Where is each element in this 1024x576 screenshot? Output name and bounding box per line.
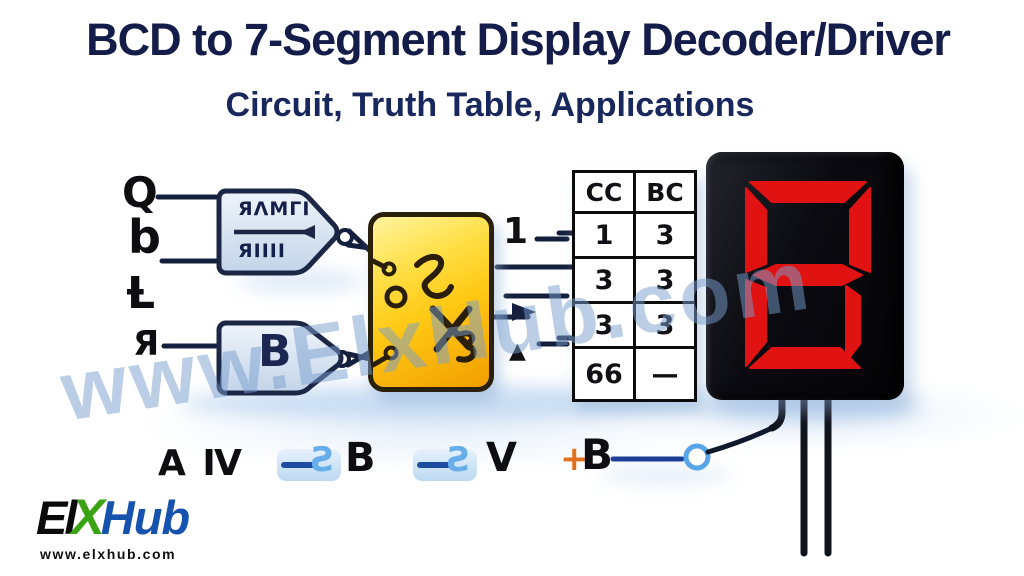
table-cell: 3: [572, 301, 636, 349]
input-label-1: Q: [122, 168, 158, 217]
table-cell: 1: [572, 211, 636, 259]
table-header-cell: CC: [572, 170, 636, 214]
table-row: 66 —: [572, 346, 697, 402]
node-to-pin-wire: [705, 417, 783, 455]
table-row: 3 3: [572, 301, 697, 349]
plus-icon: +: [560, 439, 589, 479]
logo-tagline: www.elxhub.com: [40, 546, 177, 562]
segment-f: [745, 187, 767, 273]
gate-shape: [216, 320, 344, 396]
page-title: BCD to 7-Segment Display Decoder/Driver: [86, 14, 951, 65]
logo-el: El: [36, 491, 77, 544]
table-cell: —: [633, 346, 697, 402]
soft-shadow: [238, 272, 363, 290]
logo-x: X: [71, 489, 105, 545]
segment-g: [753, 264, 863, 286]
legend-glyph: Ƨ: [311, 440, 336, 480]
legend-connector-icon: Ƨ: [277, 443, 341, 481]
gate1-arrowhead: [300, 225, 315, 239]
gate2-label: B: [258, 326, 292, 377]
bus-label-top: 1: [503, 211, 529, 252]
power-node-circle: [683, 443, 711, 471]
gate-shape: [216, 188, 340, 276]
page-subtitle: Circuit, Truth Table, Applications: [225, 86, 755, 124]
legend-connector-icon: Ƨ: [413, 443, 477, 481]
gate1-text-line1: ЯΛΜГΙ: [238, 198, 311, 220]
logic-gate-top: ЯΛΜГΙ ЯΙΙΙΙ: [214, 186, 346, 278]
segment-e: [745, 279, 767, 367]
segment-c: [845, 285, 861, 363]
seven-segment-digit: [745, 181, 871, 369]
segment-d: [749, 347, 861, 369]
logic-gate-bottom: B: [214, 318, 348, 396]
input-label-3: Ƚ: [127, 268, 156, 319]
decoder-chip: [368, 212, 494, 392]
bus-arrowhead: [512, 303, 536, 321]
segment-a: [749, 181, 867, 203]
gate1-text-line2: ЯΙΙΙΙ: [238, 240, 286, 262]
table-cell: 3: [572, 256, 636, 304]
soft-shadow: [598, 468, 733, 482]
bus-label-bottom: ▲: [509, 339, 526, 364]
elxhub-logo: ElXHub: [36, 489, 190, 545]
legend-glyph: Ƨ: [447, 440, 472, 480]
display-pin-left: [768, 396, 786, 432]
table-row: 1 3: [572, 211, 697, 259]
table-cell: 3: [633, 301, 697, 349]
table-cell: 66: [572, 346, 636, 402]
table-cell: 3: [633, 256, 697, 304]
table-header-row: CC BC: [572, 170, 697, 214]
segment-b: [849, 187, 871, 273]
legend-item-2-label: B: [345, 435, 376, 481]
truth-table: CC BC 1 3 3 3 3 3 66 —: [572, 170, 697, 402]
input-label-2: b: [128, 210, 161, 264]
seven-segment-display: [706, 152, 904, 400]
table-header-cell: BC: [633, 170, 697, 214]
legend-item-3-label: V: [486, 435, 517, 481]
legend-item-4-label: B: [581, 430, 614, 479]
table-cell: 3: [633, 211, 697, 259]
logo-hub: Hub: [100, 491, 190, 544]
legend-item-1: A Ⅳ: [158, 443, 244, 484]
chip-symbols: [370, 253, 477, 368]
table-row: 3 3: [572, 256, 697, 304]
input-label-4: Я: [133, 324, 160, 364]
dash-icon: [281, 462, 315, 468]
dash-icon: [417, 462, 451, 468]
